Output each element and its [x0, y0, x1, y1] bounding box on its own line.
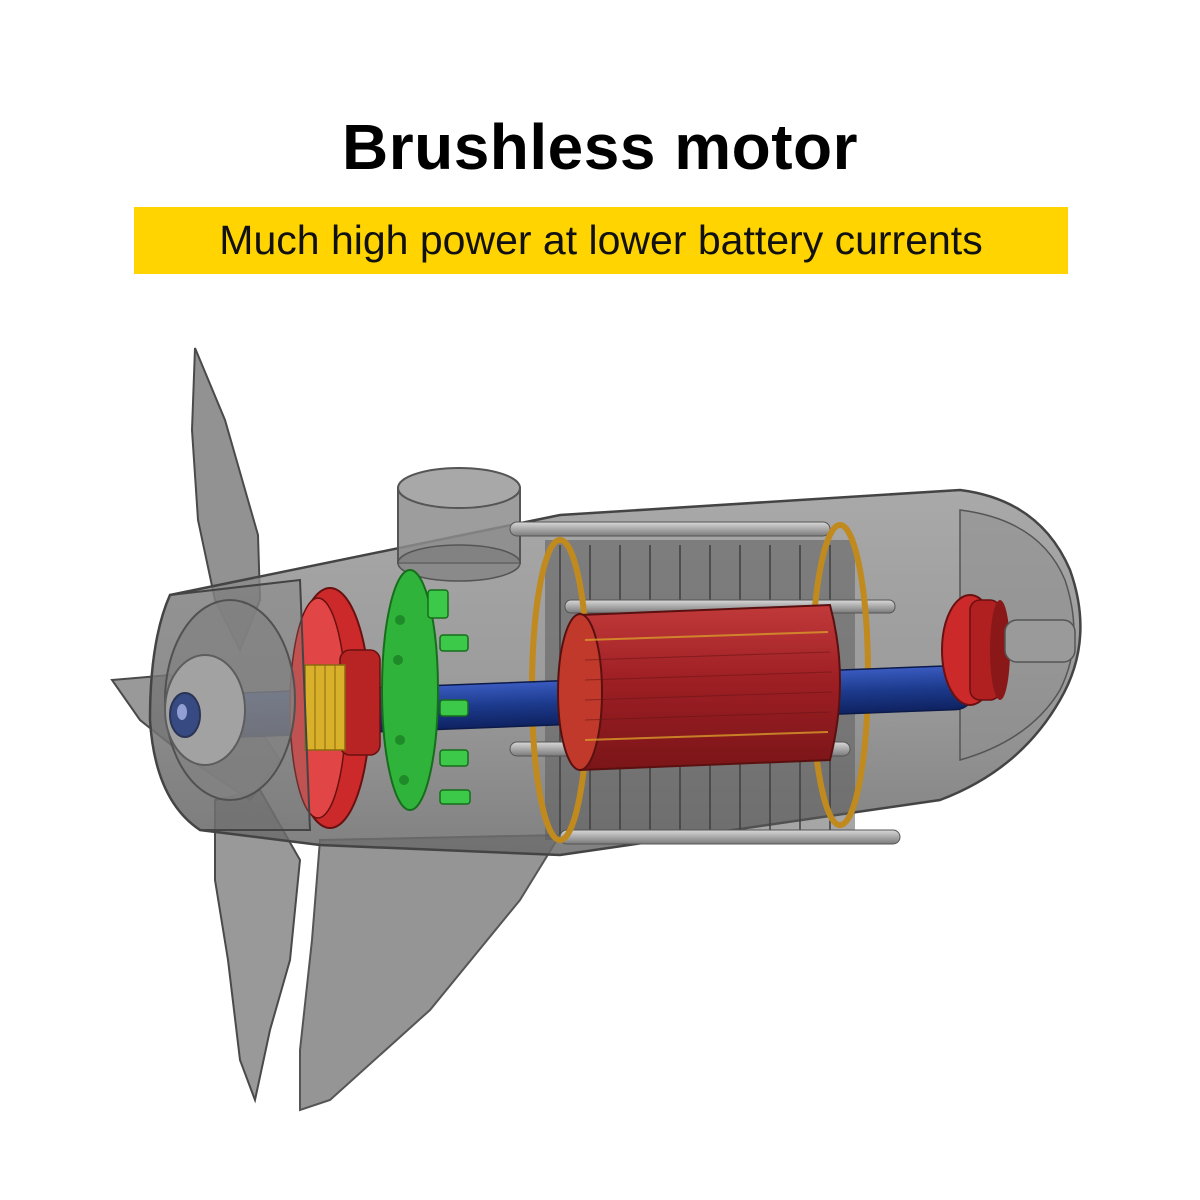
encoder-ring [304, 664, 346, 751]
tagline-banner: Much high power at lower battery current… [134, 207, 1068, 274]
skeg-fin [299, 833, 562, 1112]
tagline-text: Much high power at lower battery current… [219, 217, 983, 263]
rear-bearing [941, 594, 1010, 706]
hall-sensor-board [381, 569, 471, 811]
propeller-hub [164, 599, 296, 801]
motor-cutaway-illustration [110, 347, 1082, 1112]
rotor-magnet-cylinder [557, 603, 841, 772]
shaft-end-cap [1004, 619, 1076, 663]
page-title: Brushless motor [341, 111, 859, 183]
top-mount-cylinder [397, 467, 521, 582]
front-housing-cap [148, 578, 312, 831]
